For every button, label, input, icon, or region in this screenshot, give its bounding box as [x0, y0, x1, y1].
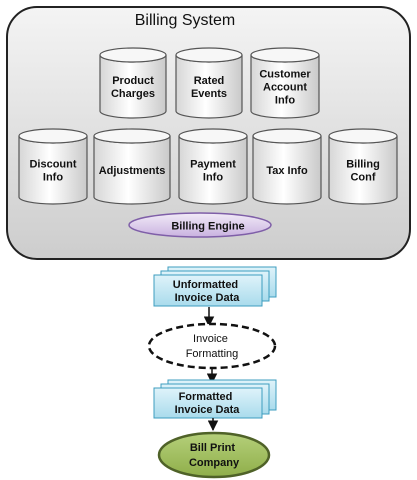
- database-label-line: Account: [263, 82, 307, 94]
- database-label-line: Billing: [346, 159, 380, 171]
- cylinder-top: [252, 128, 322, 144]
- database-label-line: Info: [43, 172, 63, 184]
- database-label-line: Payment: [190, 159, 236, 171]
- cylinder-top: [175, 47, 243, 63]
- cylinder-top: [328, 128, 398, 144]
- cylinder-top: [250, 47, 320, 63]
- formatting-line-1: Invoice: [193, 333, 228, 345]
- print-line-1: Bill Print: [190, 442, 236, 454]
- billing-system-title: Billing System: [135, 12, 235, 29]
- formatted-line-1: Formatted: [179, 391, 233, 403]
- cylinder-top: [178, 128, 248, 144]
- formatted-invoice-data-stack: Formatted Invoice Data: [153, 379, 277, 419]
- database-label-line: Conf: [350, 172, 375, 184]
- cylinder-top: [18, 128, 88, 144]
- database-label-line: Events: [191, 88, 227, 100]
- database-label-line: Rated: [194, 75, 225, 87]
- svg-text:Unformatted Invoice Data: Unformatted Invoice Data: [173, 279, 241, 304]
- database-label-line: Product: [112, 75, 154, 87]
- database-label-line: Info: [203, 172, 223, 184]
- database-label-line: Adjustments: [99, 165, 166, 177]
- bill-print-company: Bill Print Company: [157, 431, 271, 479]
- database-label: Tax Info: [266, 165, 308, 177]
- database-label-line: Customer: [259, 69, 311, 81]
- database-adjustments: Adjustments: [93, 128, 171, 205]
- unformatted-line-1: Unformatted: [173, 279, 238, 291]
- database-label-line: Tax Info: [266, 165, 308, 177]
- svg-text:Invoice Formatting: Invoice Formatting: [186, 333, 239, 360]
- database-label-line: Discount: [29, 159, 76, 171]
- invoice-formatting-process: Invoice Formatting: [147, 322, 277, 370]
- billing-engine-label: Billing Engine: [171, 221, 244, 233]
- formatted-line-2: Invoice Data: [175, 404, 241, 416]
- cylinder-top: [93, 128, 171, 144]
- database-label-line: Info: [275, 95, 295, 107]
- print-line-2: Company: [189, 457, 240, 469]
- formatting-line-2: Formatting: [186, 348, 239, 360]
- billing-engine: Billing Engine: [128, 212, 272, 238]
- svg-text:Formatted Invoice Data: Formatted Invoice Data: [175, 391, 241, 416]
- database-label: Adjustments: [99, 165, 166, 177]
- cylinder-top: [99, 47, 167, 63]
- unformatted-line-2: Invoice Data: [175, 292, 241, 304]
- database-label-line: Charges: [111, 88, 155, 100]
- svg-text:Bill Print Company: Bill Print Company: [189, 442, 240, 469]
- database-tax-info: Tax Info: [252, 128, 322, 205]
- unformatted-invoice-data-stack: Unformatted Invoice Data: [153, 266, 277, 307]
